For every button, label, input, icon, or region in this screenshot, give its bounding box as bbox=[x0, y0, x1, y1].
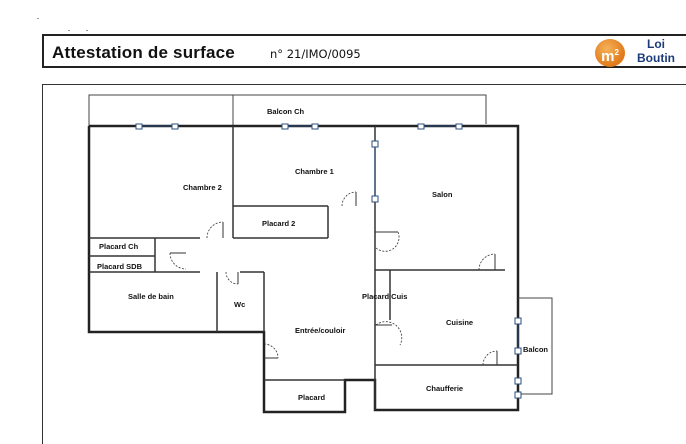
scan-speck bbox=[86, 30, 88, 31]
label-chambre1: Chambre 1 bbox=[295, 167, 334, 176]
door-leaves bbox=[170, 192, 498, 365]
logo-line1: Loi bbox=[647, 37, 665, 51]
scan-speck bbox=[68, 30, 70, 31]
logo-line2: Boutin bbox=[637, 51, 675, 65]
label-placard2: Placard 2 bbox=[262, 219, 295, 228]
right-balcony-outline bbox=[518, 297, 553, 395]
label-placard-cuis: Placard Cuis bbox=[362, 292, 407, 301]
document-title: Attestation de surface bbox=[52, 43, 235, 62]
label-placard-ch: Placard Ch bbox=[99, 242, 139, 251]
label-salle-de-bain: Salle de bain bbox=[128, 292, 174, 301]
label-salon: Salon bbox=[432, 190, 453, 199]
m2-logo-icon: m2 bbox=[595, 39, 625, 67]
window-glass bbox=[142, 125, 519, 348]
logo-text: Loi Boutin bbox=[633, 37, 679, 65]
document-reference: n° 21/IMO/0095 bbox=[270, 47, 361, 61]
label-chaufferie: Chaufferie bbox=[426, 384, 463, 393]
plan-frame bbox=[42, 84, 686, 444]
door-swings bbox=[169, 191, 498, 366]
label-wc: Wc bbox=[234, 300, 245, 309]
label-placard-sdb: Placard SDB bbox=[97, 262, 143, 271]
label-cuisine: Cuisine bbox=[446, 318, 473, 327]
label-placard: Placard bbox=[298, 393, 326, 402]
scan-speck bbox=[37, 18, 39, 19]
label-balcon-ch: Balcon Ch bbox=[267, 107, 305, 116]
label-entree: Entrée/couloir bbox=[295, 326, 346, 335]
label-chambre2: Chambre 2 bbox=[183, 183, 222, 192]
balcony-outline bbox=[88, 94, 487, 126]
document-header: Attestation de surface n° 21/IMO/0095 m2… bbox=[42, 34, 686, 68]
label-balcon: Balcon bbox=[523, 345, 548, 354]
windows bbox=[135, 123, 522, 399]
